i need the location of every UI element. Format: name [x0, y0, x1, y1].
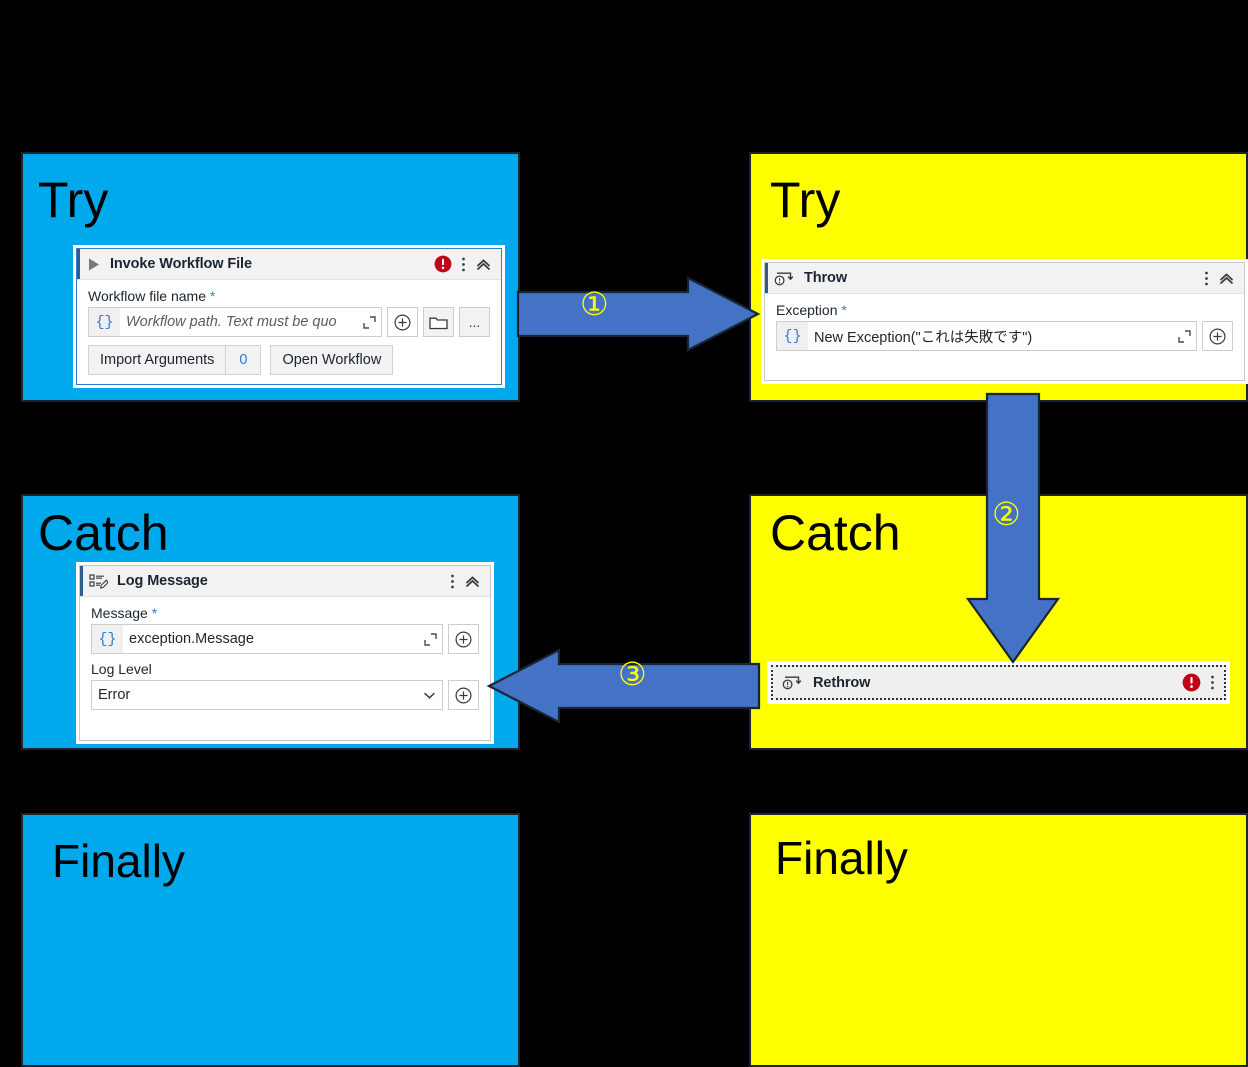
region-finally-blue [21, 813, 520, 1067]
more-options-button[interactable]: ... [459, 307, 490, 337]
message-expression-value: exception.Message [129, 631, 254, 647]
flow-arrow-2 [965, 392, 1061, 664]
region-title-finally-yellow: Finally [775, 832, 908, 884]
exception-expression-value: New Exception("これは失敗です") [814, 329, 1033, 346]
error-icon[interactable] [1182, 673, 1201, 692]
throw-panel-header[interactable]: Throw [765, 263, 1244, 294]
panel-accent-bar [765, 263, 768, 293]
workflow-file-name-label: Workflow file name * [88, 288, 216, 304]
log-message-icon [89, 573, 108, 590]
expression-braces-icon: {} [92, 625, 123, 653]
message-label: Message * [91, 605, 158, 621]
expand-expression-icon[interactable] [357, 315, 381, 329]
expand-expression-icon[interactable] [1172, 329, 1196, 343]
rethrow-panel[interactable]: Rethrow [767, 661, 1230, 704]
flow-arrow-1-label: ① [580, 285, 609, 323]
workflow-path-placeholder: Workflow path. Text must be quo [126, 314, 337, 330]
region-title-catch-blue: Catch [38, 505, 169, 561]
import-arguments-count: 0 [226, 345, 262, 375]
region-title-finally-blue: Finally [52, 835, 185, 887]
folder-icon[interactable] [423, 307, 454, 337]
log-level-label: Log Level [91, 661, 152, 677]
expression-braces-icon: {} [89, 308, 120, 336]
region-title-catch-yellow: Catch [770, 505, 901, 561]
panel-accent-bar [80, 566, 83, 596]
required-asterisk: * [841, 302, 847, 318]
panel-accent-bar [77, 249, 80, 279]
kebab-menu-icon[interactable] [1204, 270, 1209, 287]
expand-expression-icon[interactable] [418, 632, 442, 646]
log-level-select[interactable]: Error [91, 680, 443, 710]
add-expression-plus-button[interactable] [1202, 321, 1233, 351]
rethrow-exception-icon [782, 674, 803, 691]
chevron-down-icon[interactable] [423, 691, 436, 700]
import-arguments-button[interactable]: Import Arguments [88, 345, 227, 375]
kebab-menu-icon[interactable] [450, 573, 455, 590]
play-icon [86, 257, 101, 272]
invoke-panel-header[interactable]: Invoke Workflow File [77, 249, 501, 280]
invoke-workflow-file-panel[interactable]: Invoke Workflow File Workflow file name [73, 245, 505, 388]
log-panel-title: Log Message [117, 573, 208, 589]
log-level-value: Error [98, 687, 131, 703]
chevron-up-icon[interactable] [1218, 271, 1235, 286]
throw-exception-icon [774, 270, 795, 287]
exception-label: Exception * [776, 302, 847, 318]
chevron-up-icon[interactable] [475, 257, 492, 272]
error-icon[interactable] [434, 255, 452, 273]
throw-panel[interactable]: Throw Exception * {} [761, 259, 1248, 384]
add-expression-plus-button[interactable] [387, 307, 418, 337]
add-expression-plus-button[interactable] [448, 680, 479, 710]
invoke-panel-title: Invoke Workflow File [110, 256, 252, 272]
open-workflow-button[interactable]: Open Workflow [270, 345, 394, 375]
required-asterisk: * [209, 288, 216, 304]
region-title-try-yellow: Try [770, 172, 841, 228]
kebab-menu-icon[interactable] [461, 256, 466, 273]
kebab-menu-icon[interactable] [1210, 674, 1215, 691]
throw-panel-title: Throw [804, 270, 847, 286]
workflow-path-input[interactable]: {} Workflow path. Text must be quo [88, 307, 382, 337]
chevron-up-icon[interactable] [464, 574, 481, 589]
expression-braces-icon: {} [777, 322, 808, 350]
rethrow-panel-title: Rethrow [813, 674, 871, 691]
flow-arrow-3 [486, 648, 761, 724]
region-title-try-blue: Try [38, 172, 109, 228]
flow-arrow-2-label: ② [992, 495, 1021, 533]
add-expression-plus-button[interactable] [448, 624, 479, 654]
log-message-panel[interactable]: Log Message Message * {} [76, 562, 494, 744]
region-finally-yellow [749, 813, 1248, 1067]
flow-arrow-3-label: ③ [618, 655, 647, 693]
exception-expression-input[interactable]: {} New Exception("これは失敗です") [776, 321, 1197, 351]
message-expression-input[interactable]: {} exception.Message [91, 624, 443, 654]
flow-arrow-1 [516, 276, 761, 352]
required-asterisk: * [151, 605, 158, 621]
log-panel-header[interactable]: Log Message [80, 566, 490, 597]
